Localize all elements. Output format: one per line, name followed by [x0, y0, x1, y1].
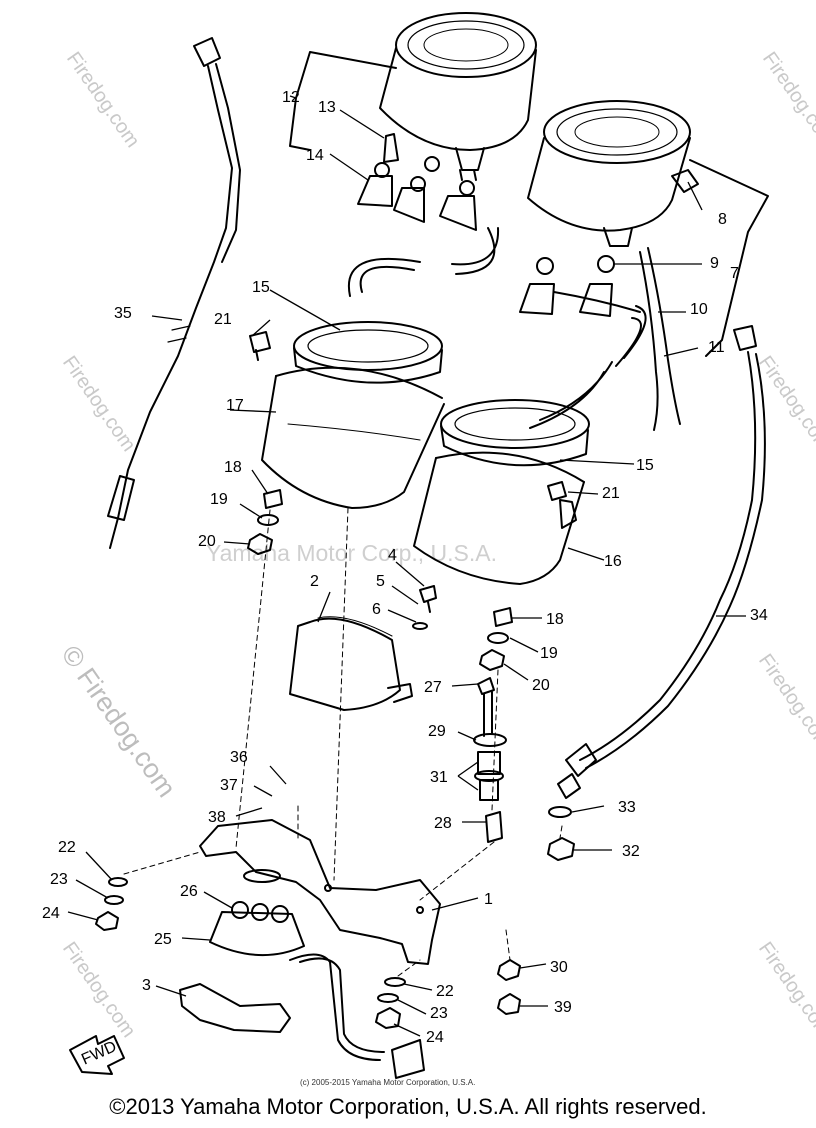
callout-11: 11	[708, 339, 725, 356]
indicator-light-unit	[209, 901, 425, 1079]
callout-24: 24	[42, 905, 60, 922]
tachometer-housing	[527, 100, 699, 247]
bracket-7	[689, 159, 769, 357]
fwd-arrow	[69, 1035, 125, 1075]
speedometer-housing	[379, 12, 537, 181]
callout-23: 23	[430, 1005, 448, 1022]
callout-35: 35	[114, 305, 132, 322]
tacho-wire-10	[529, 361, 613, 429]
callout-33: 33	[618, 799, 636, 816]
screw-21-right	[547, 481, 567, 501]
callout-15: 15	[252, 279, 270, 296]
callout-38: 38	[208, 809, 226, 826]
callout-19: 19	[540, 645, 558, 662]
meter-cup-right	[413, 399, 590, 585]
speedo-wire-loop	[347, 227, 500, 297]
nut-30	[497, 959, 521, 981]
callout-16: 16	[604, 553, 622, 570]
screw-21-left	[249, 331, 271, 361]
callout-32: 32	[622, 843, 640, 860]
screw-4	[419, 585, 437, 613]
bolt-32	[547, 837, 575, 861]
dashed-alignment-lines	[123, 507, 563, 977]
bracket-12	[289, 51, 397, 151]
callout-19: 19	[210, 491, 228, 508]
callout-4: 4	[388, 547, 397, 564]
tacho-wire-loop	[615, 305, 647, 367]
callout-28: 28	[434, 815, 452, 832]
callout-25: 25	[154, 931, 172, 948]
callout-26: 26	[180, 883, 198, 900]
washer-33	[548, 806, 572, 818]
callout-2: 2	[310, 573, 319, 590]
nut-39	[497, 993, 521, 1015]
callout-34: 34	[750, 607, 768, 624]
callout-3: 3	[142, 977, 151, 994]
fasteners-22-24-right	[375, 977, 406, 1029]
tacho-wire-11	[639, 247, 681, 431]
meter-bracket-1	[199, 819, 441, 965]
callout-22: 22	[436, 983, 454, 1000]
callout-17: 17	[226, 397, 244, 414]
callout-21: 21	[214, 311, 232, 328]
callout-labels: 1234567891011121314151516171818191920202…	[42, 89, 768, 1046]
callout-20: 20	[198, 533, 216, 550]
bolt-stack	[473, 677, 507, 843]
callout-15: 15	[636, 457, 654, 474]
copyright-footer: ©2013 Yamaha Motor Corporation, U.S.A. A…	[109, 1094, 707, 1119]
callout-29: 29	[428, 723, 446, 740]
indicator-housing	[289, 616, 413, 711]
callout-18: 18	[546, 611, 564, 628]
fasteners-right	[479, 607, 513, 671]
callout-10: 10	[690, 301, 708, 318]
cable-35	[107, 37, 241, 549]
callout-18: 18	[224, 459, 242, 476]
small-copyright: (c) 2005-2015 Yamaha Motor Corporation, …	[300, 1078, 476, 1087]
callout-37: 37	[220, 777, 238, 794]
callout-39: 39	[554, 999, 572, 1016]
callout-5: 5	[376, 573, 385, 590]
callout-9: 9	[710, 255, 719, 272]
callout-22: 22	[58, 839, 76, 856]
callout-12: 12	[282, 89, 300, 106]
cable-34	[557, 325, 766, 799]
callout-7: 7	[730, 265, 739, 282]
callout-20: 20	[532, 677, 550, 694]
callout-1: 1	[484, 891, 493, 908]
callout-21: 21	[602, 485, 620, 502]
callout-14: 14	[306, 147, 324, 164]
callout-36: 36	[230, 749, 248, 766]
leader-lines	[67, 95, 746, 1037]
washer-6	[412, 622, 428, 630]
callout-13: 13	[318, 99, 336, 116]
callout-8: 8	[718, 211, 727, 228]
fasteners-left	[247, 489, 283, 555]
callout-6: 6	[372, 601, 381, 618]
callout-23: 23	[50, 871, 68, 888]
meter-cup-left	[261, 321, 445, 509]
fasteners-22-24-left	[95, 877, 128, 931]
callout-27: 27	[424, 679, 442, 696]
callout-24: 24	[426, 1029, 444, 1046]
tacho-bulb-sockets	[519, 255, 641, 317]
callout-30: 30	[550, 959, 568, 976]
callout-31: 31	[430, 769, 448, 786]
bracket-3	[179, 983, 291, 1033]
speedo-bulb-sockets	[357, 133, 477, 231]
